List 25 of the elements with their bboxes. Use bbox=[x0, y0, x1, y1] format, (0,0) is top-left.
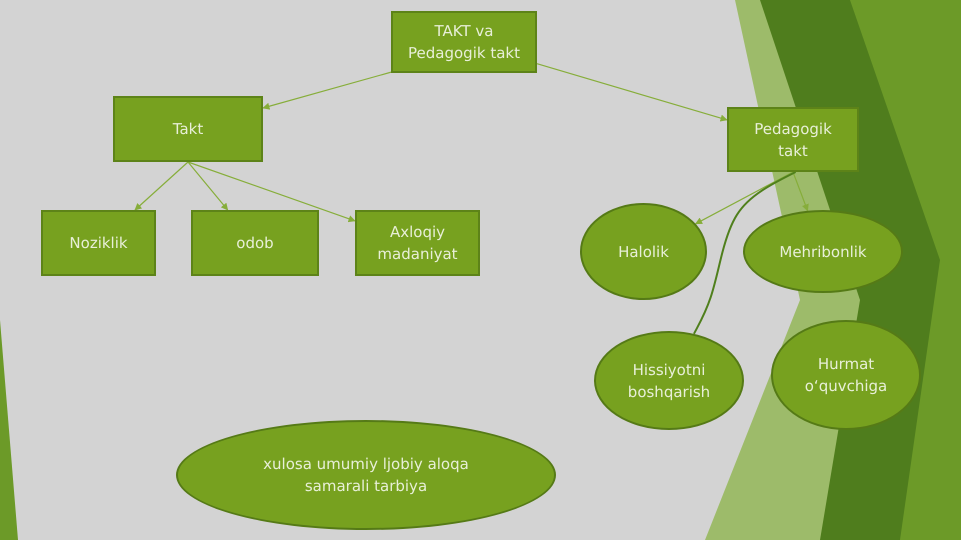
node-label: TAKT va Pedagogik takt bbox=[407, 21, 521, 64]
process-box bbox=[727, 107, 859, 172]
node-label: Takt bbox=[172, 119, 204, 140]
node-label: Noziklik bbox=[68, 233, 129, 254]
node-label: Halolik bbox=[617, 242, 670, 262]
arrow bbox=[694, 171, 794, 224]
arrow bbox=[262, 71, 393, 110]
node-label: Hurmat o‘quvchiga bbox=[804, 354, 888, 397]
node-label: Pedagogik takt bbox=[753, 118, 833, 162]
node-label: Mehribonlik bbox=[778, 242, 868, 262]
node-label: Hissiyotni boshqarish bbox=[626, 360, 712, 402]
arrow bbox=[188, 162, 228, 211]
process-box bbox=[391, 11, 537, 73]
arrow bbox=[188, 161, 356, 222]
arrow bbox=[792, 172, 809, 212]
process-box bbox=[113, 96, 263, 162]
arrow bbox=[536, 63, 728, 122]
process-box bbox=[355, 210, 480, 276]
node-label: Axloqiy madaniyat bbox=[376, 222, 459, 265]
connector-line bbox=[693, 171, 796, 334]
arrow bbox=[134, 162, 188, 210]
node-label: xulosa umumiy ljobiy aloqa samarali tarbiya bbox=[262, 454, 470, 497]
node-label: odob bbox=[235, 233, 275, 254]
process-box bbox=[191, 210, 319, 276]
process-box bbox=[41, 210, 156, 276]
